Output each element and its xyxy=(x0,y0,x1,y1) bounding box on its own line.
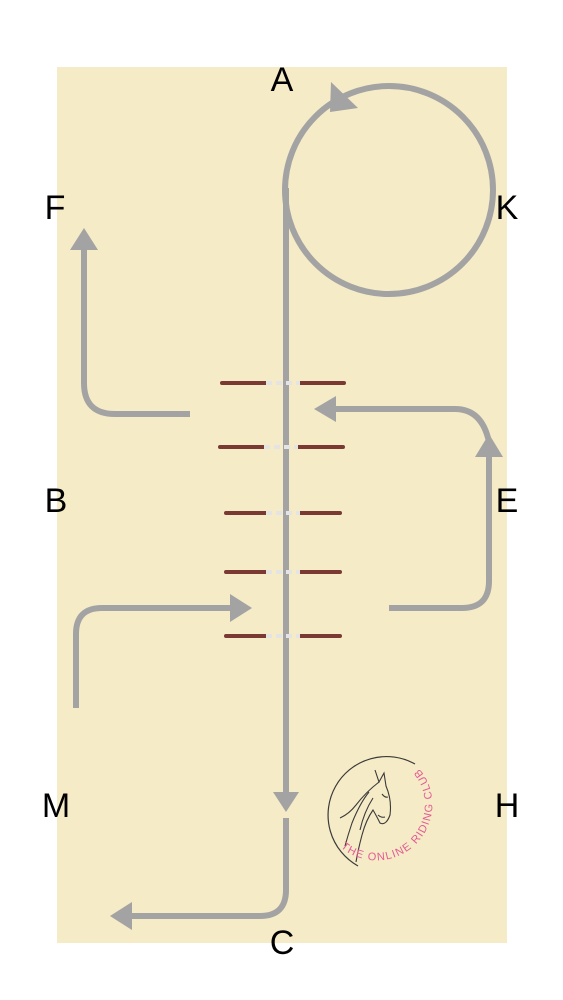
centre-line-arrow xyxy=(273,792,299,812)
right-turn-up-arrow xyxy=(475,434,503,457)
circle-path xyxy=(282,83,496,297)
right-turn-path xyxy=(389,454,492,611)
left-lower-turn-arrow xyxy=(230,594,252,622)
marker-m: M xyxy=(41,787,71,825)
bottom-turn-path xyxy=(130,818,289,919)
marker-h: H xyxy=(494,787,520,825)
club-logo: THE ONLINE RIDING CLUB xyxy=(327,756,436,867)
ground-poles xyxy=(218,381,346,638)
marker-c: C xyxy=(269,924,295,962)
left-upper-turn-arrow xyxy=(70,228,98,250)
left-upper-turn-path xyxy=(81,248,190,417)
marker-b: B xyxy=(44,482,68,520)
left-lower-turn-path xyxy=(73,605,232,708)
marker-a: A xyxy=(270,61,294,99)
right-return-arrow xyxy=(314,396,336,422)
marker-k: K xyxy=(495,189,519,227)
marker-e: E xyxy=(495,482,519,520)
right-return-path xyxy=(336,406,492,443)
bottom-turn-arrow xyxy=(110,902,132,930)
marker-f: F xyxy=(44,189,66,227)
horse-head-icon xyxy=(339,769,392,863)
logo-text: THE ONLINE RIDING CLUB xyxy=(339,766,436,864)
circle-direction-arrow xyxy=(330,82,358,112)
logo-ring xyxy=(327,756,416,867)
